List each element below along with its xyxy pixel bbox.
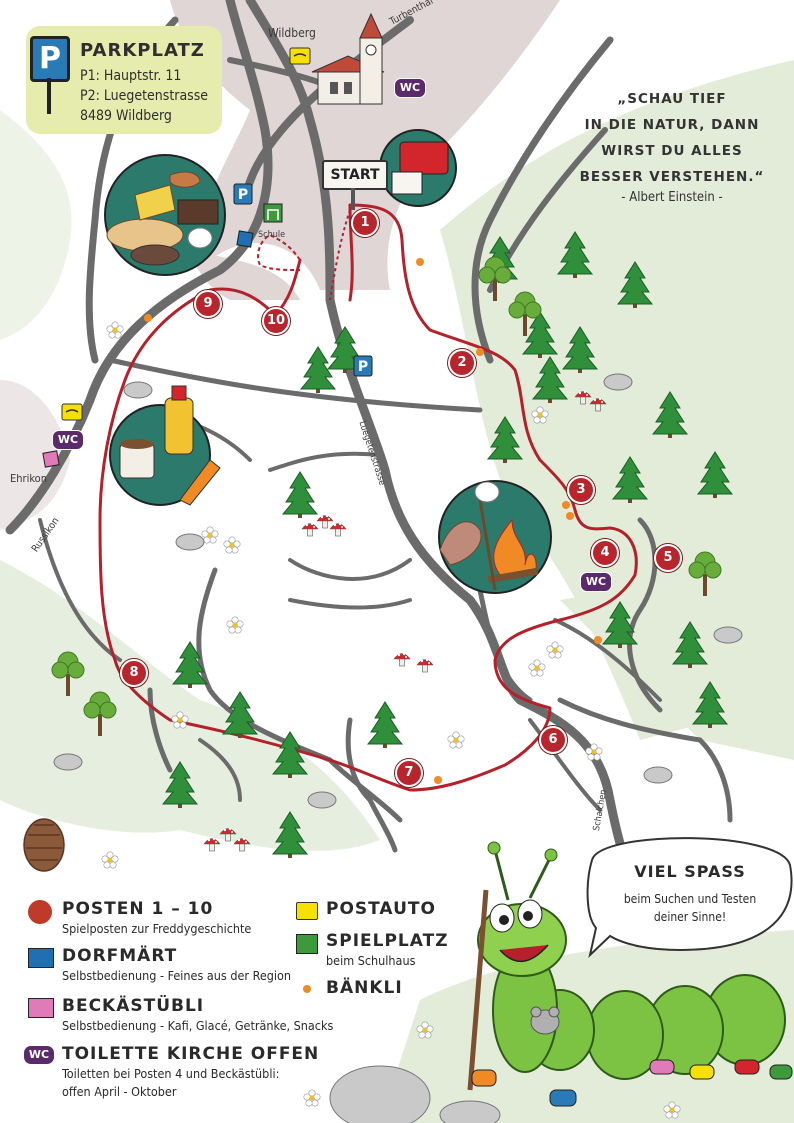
parking-icon: P xyxy=(30,36,70,82)
postauto-icon xyxy=(61,47,311,421)
hiking-route xyxy=(98,203,638,792)
baenkli-dots xyxy=(144,258,602,784)
campfire-icon xyxy=(438,480,552,594)
parking-info-box: P PARKPLATZ P1: Hauptstr. 11 P2: Luegete… xyxy=(26,26,222,134)
svg-text:P: P xyxy=(238,187,248,203)
wc-icon-church: WC xyxy=(394,78,426,98)
spielplatz-icon xyxy=(263,203,283,223)
quote-line-3: WIRST DU ALLES xyxy=(601,143,743,159)
pinecone-icon xyxy=(23,818,65,872)
post-marker-10: 10 xyxy=(262,307,290,335)
wc-icon-post4: WC xyxy=(580,572,612,592)
beck-icon xyxy=(42,450,60,468)
post-marker-8: 8 xyxy=(120,659,148,687)
legend-wc-sub-1: Toiletten bei Posten 4 und Beckästübli: xyxy=(62,1066,280,1081)
legend-posten-sub: Spielposten zur Freddygeschichte xyxy=(62,921,252,936)
speech-line-1: beim Suchen und Testen xyxy=(623,892,757,906)
dorfmaert-icon xyxy=(236,230,254,248)
legend-dorfmaert-icon xyxy=(28,948,54,968)
post-marker-5: 5 xyxy=(654,544,682,572)
einstein-quote: „SCHAU TIEF IN DIE NATUR, DANN WIRST DU … xyxy=(560,86,784,190)
speech-title: VIEL SPASS xyxy=(634,862,746,881)
legend-postauto-title: POSTAUTO xyxy=(326,899,436,919)
bread-cheese-icon xyxy=(104,154,226,276)
parking-line-2: P2: Luegetenstrasse xyxy=(80,88,209,104)
mailbox-icon xyxy=(379,129,457,207)
place-wildberg: Wildberg xyxy=(268,26,316,40)
legend-spielplatz-title: SPIELPLATZ xyxy=(326,931,449,951)
legend-beck-title: BECKÄSTÜBLI xyxy=(62,996,205,1016)
parking-icon-p1: P xyxy=(233,183,253,205)
legend-dorfmaert-title: DORFMÄRT xyxy=(62,946,178,966)
legend-wc-sub-2: offen April - Oktober xyxy=(62,1084,177,1099)
legend-spielplatz-icon xyxy=(296,934,318,954)
parking-line-3: 8489 Wildberg xyxy=(80,108,172,124)
quote-line-4: BESSER VERSTEHEN.“ xyxy=(579,169,765,185)
quote-line-2: IN DIE NATUR, DANN xyxy=(584,117,760,133)
quote-author: - Albert Einstein - xyxy=(621,190,723,205)
speech-bubble xyxy=(586,837,793,958)
post-marker-3: 3 xyxy=(567,476,595,504)
parking-icon-p2: P xyxy=(353,355,373,377)
post-marker-9: 9 xyxy=(194,290,222,318)
post-marker-6: 6 xyxy=(539,726,567,754)
parking-sign-pole xyxy=(47,78,51,114)
coffee-bottle-icon xyxy=(109,385,221,506)
quote-line-1: „SCHAU TIEF xyxy=(617,91,727,107)
parking-title: PARKPLATZ xyxy=(80,40,205,61)
legend-wc-title: TOILETTE KIRCHE OFFEN xyxy=(62,1044,320,1064)
legend-baenkli-icon xyxy=(303,985,311,993)
svg-text:P: P xyxy=(358,359,368,375)
wc-icon-beck: WC xyxy=(52,430,84,450)
place-schule: Schule xyxy=(258,230,286,240)
legend-posten-title: POSTEN 1 – 10 xyxy=(62,899,214,919)
parking-line-1: P1: Hauptstr. 11 xyxy=(80,68,182,84)
post-marker-4: 4 xyxy=(591,539,619,567)
legend-posten-icon xyxy=(28,900,52,924)
post-marker-7: 7 xyxy=(395,759,423,787)
post-marker-1: 1 xyxy=(351,209,379,237)
start-sign: START xyxy=(322,160,388,190)
speech-line-2: deiner Sinne! xyxy=(653,910,727,924)
post-marker-2: 2 xyxy=(448,349,476,377)
legend-baenkli-title: BÄNKLI xyxy=(326,978,403,998)
church-icon xyxy=(311,12,385,105)
legend-spielplatz-sub: beim Schulhaus xyxy=(326,953,416,968)
place-ehrikon: Ehrikon xyxy=(10,472,48,485)
footpath-dashed xyxy=(257,233,301,271)
stones xyxy=(53,373,743,1123)
legend-beck-sub: Selbstbedienung - Kafi, Glacé, Getränke,… xyxy=(62,1018,334,1033)
start-sign-pole xyxy=(351,188,355,210)
legend-dorfmaert-sub: Selbstbedienung - Feines aus der Region xyxy=(62,968,292,983)
legend-wc-icon: WC xyxy=(24,1046,54,1064)
legend-postauto-icon xyxy=(296,902,318,920)
caterpillar-mascot xyxy=(467,841,793,1107)
legend-beck-icon xyxy=(28,998,54,1018)
